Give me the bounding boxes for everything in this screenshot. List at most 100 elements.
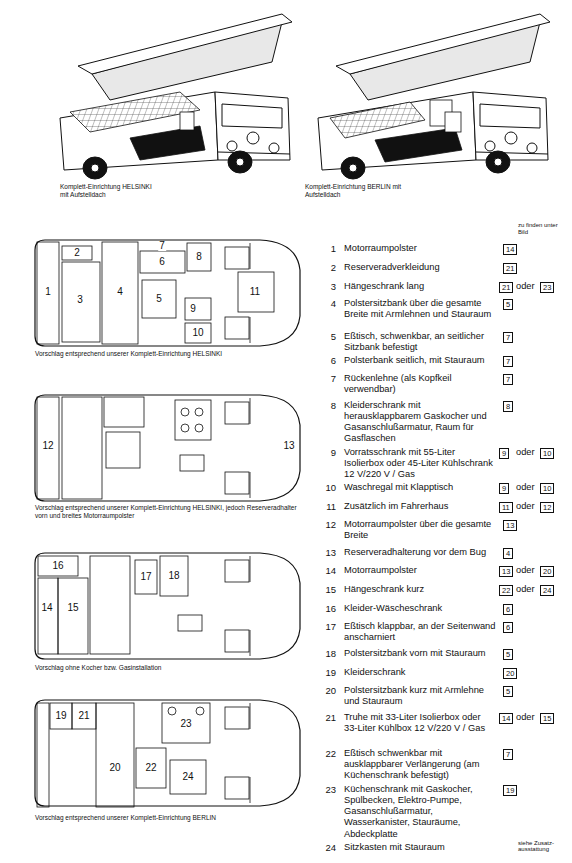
picture-reference: 5 <box>503 686 513 697</box>
picture-reference: 8 <box>503 401 513 412</box>
callout-number: 1 <box>44 287 52 297</box>
picture-reference: 5 <box>503 649 513 660</box>
item-text: Eßtisch klappbar, an der Seitenwand ansc… <box>344 621 496 643</box>
item-number: 10 <box>318 482 336 493</box>
callout-number: 22 <box>144 763 157 773</box>
item-number: 9 <box>318 447 336 458</box>
callout-number: 15 <box>66 603 79 613</box>
picture-reference: 7 <box>503 749 513 760</box>
item-number: 8 <box>318 400 336 411</box>
item-number: 15 <box>318 584 336 595</box>
picture-reference: 4 <box>503 548 513 559</box>
figure-caption: Komplett-Einrichtung BERLIN mit Aufstell… <box>305 183 415 199</box>
item-text: Motorraumpolster <box>344 243 496 254</box>
item-number: 20 <box>318 685 336 696</box>
item-number: 2 <box>318 262 336 273</box>
callout-number: 5 <box>155 294 163 304</box>
picture-reference: 12 <box>540 502 554 513</box>
item-text: Kleiderschrank mit herausklappbarem Gask… <box>344 400 496 445</box>
callout-number: 10 <box>191 328 204 338</box>
conjunction: oder <box>516 565 535 576</box>
item-text: Truhe mit 33-Liter Isolierbox oder 33-Li… <box>344 712 496 734</box>
callout-number: 14 <box>40 603 53 613</box>
item-text: Polstersitzbank über die gesamte Breite … <box>344 298 496 320</box>
picture-reference: 10 <box>540 448 554 459</box>
item-text: Waschregal mit Klapptisch <box>344 482 496 493</box>
picture-reference: 21 <box>503 263 517 274</box>
item-text: Zusätzlich im Fahrerhaus <box>344 501 496 512</box>
picture-reference: 13 <box>499 566 513 577</box>
plan-caption: Vorschlag entsprechend unserer Komplett-… <box>35 814 305 822</box>
picture-reference: 11 <box>499 502 513 513</box>
item-text: Hängeschrank lang <box>344 281 496 292</box>
picture-reference: 21 <box>499 282 513 293</box>
item-text: Motorraumpolster über die gesamte Breite <box>344 519 496 541</box>
callout-number: 17 <box>139 572 152 582</box>
picture-reference: 23 <box>540 282 554 293</box>
picture-reference: 9 <box>499 483 509 494</box>
callout-number: 18 <box>167 571 180 581</box>
plan-caption: Vorschlag ohne Kocher bzw. Gasinstallati… <box>35 664 305 672</box>
item-number: 24 <box>318 842 336 853</box>
callout-number: 7 <box>158 241 166 251</box>
picture-reference: 15 <box>540 713 554 724</box>
callout-number: 4 <box>116 287 124 297</box>
item-number: 4 <box>318 298 336 309</box>
item-number: 6 <box>318 355 336 366</box>
picture-reference: 20 <box>540 566 554 577</box>
picture-reference: 5 <box>503 299 513 310</box>
item-text: Reserveradhalterung vor dem Bug <box>344 547 496 558</box>
picture-reference: 14 <box>503 244 517 255</box>
callout-number: 19 <box>54 711 67 721</box>
figure-caption: Komplett-Einrichtung HELSINKI mit Aufste… <box>60 183 160 199</box>
item-text: Motorraumpolster <box>344 565 496 576</box>
picture-reference: 14 <box>499 713 513 724</box>
plan-caption: Vorschlag entsprechend unserer Komplett-… <box>35 350 305 358</box>
item-number: 13 <box>318 547 336 558</box>
column-heading: zu finden unter Bild <box>518 222 568 235</box>
picture-reference: 9 <box>499 448 509 459</box>
item-number: 3 <box>318 281 336 292</box>
conjunction: oder <box>516 501 535 512</box>
conjunction: oder <box>516 447 535 458</box>
item-text: Hängeschrank kurz <box>344 584 496 595</box>
item-number: 1 <box>318 243 336 254</box>
item-number: 7 <box>318 373 336 384</box>
picture-reference: 24 <box>540 585 554 596</box>
picture-reference: 6 <box>503 622 513 633</box>
item-text: Kleider-Wäscheschrank <box>344 603 496 614</box>
conjunction: oder <box>516 281 535 292</box>
picture-reference: 13 <box>503 520 517 531</box>
picture-reference: 19 <box>503 785 517 796</box>
callout-number: 11 <box>249 287 261 297</box>
conjunction: oder <box>516 482 535 493</box>
item-number: 21 <box>318 712 336 723</box>
item-number: 14 <box>318 565 336 576</box>
item-text: Eßtisch schwenkbar mit ausklappbarer Ver… <box>344 748 496 781</box>
item-number: 22 <box>318 748 336 759</box>
item-text: Reserveradverkleidung <box>344 262 496 273</box>
callout-number: 2 <box>73 248 81 258</box>
picture-reference: 10 <box>540 483 554 494</box>
item-text: Sitzkasten mit Stauraum <box>344 842 496 853</box>
callout-number: 16 <box>51 561 64 571</box>
picture-reference: 22 <box>499 585 513 596</box>
conjunction: oder <box>516 584 535 595</box>
item-number: 18 <box>318 648 336 659</box>
item-text: Kleiderschrank <box>344 667 496 678</box>
picture-reference: 20 <box>503 668 517 679</box>
callout-number: 24 <box>181 772 194 782</box>
callout-number: 9 <box>189 304 197 314</box>
callout-number: 8 <box>195 252 203 262</box>
plan-caption: Vorschlag entsprechend unserer Komplett-… <box>35 504 305 520</box>
item-number: 23 <box>318 784 336 795</box>
picture-reference: 7 <box>503 332 513 343</box>
footnote: siehe Zusatz-ausstattung <box>518 840 568 853</box>
item-number: 12 <box>318 519 336 530</box>
conjunction: oder <box>516 712 535 723</box>
callout-number: 13 <box>282 441 295 451</box>
item-number: 19 <box>318 667 336 678</box>
item-text: Eßtisch, schwenkbar, an seitlicher Sitzb… <box>344 331 496 353</box>
